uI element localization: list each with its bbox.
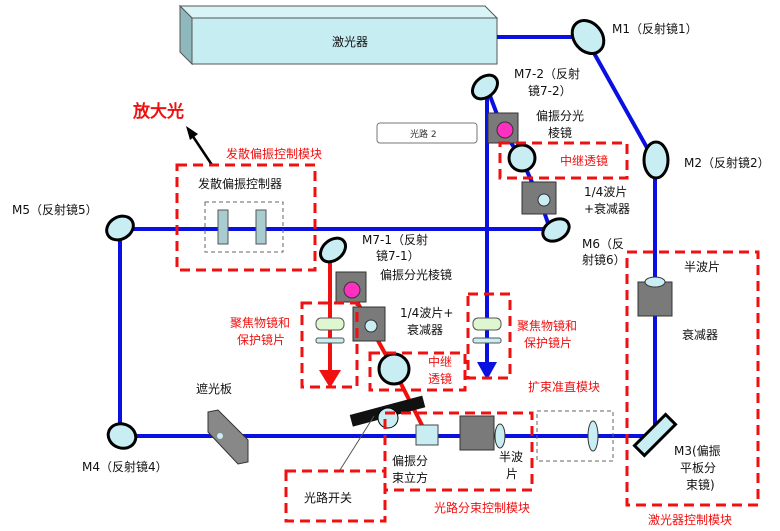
relay-top-label: 中继透镜 <box>560 153 608 168</box>
laser-body <box>178 4 499 66</box>
pbs-cube <box>415 424 439 446</box>
path2-label: 光路 2 <box>410 128 437 140</box>
beam-arrow-down <box>477 362 497 380</box>
mirror-m6 <box>541 217 571 243</box>
module-path-switch <box>284 469 387 523</box>
qwp-mid-label-2: 衰减器 <box>407 322 443 337</box>
pbs-cube-label-1: 偏振分 <box>392 453 428 468</box>
half-wave-plate-bottom <box>494 423 506 449</box>
relay-lens-mid <box>377 352 411 386</box>
mirror-m7-1 <box>318 236 348 264</box>
relay-mid-label-1: 中继 <box>428 354 452 369</box>
module-focus-left <box>300 301 359 389</box>
m7-2-label-2: 镜7-2） <box>528 83 572 98</box>
qwp-attenuator-top <box>521 181 557 215</box>
module-split <box>383 411 534 492</box>
beam-expander-label: 扩束准直模块 <box>528 380 600 394</box>
attenuator-label: 衰减器 <box>682 327 718 342</box>
half-wave-bottom-label-1: 半波 <box>499 450 523 464</box>
divergence-plate-2 <box>255 209 267 245</box>
path2-box <box>376 122 478 144</box>
expander-lens <box>587 420 599 452</box>
pbs-top <box>487 112 519 144</box>
m3-label-3: 束镜) <box>686 477 715 492</box>
mirror-m1 <box>570 19 606 55</box>
half-wave-bottom-label-2: 片 <box>506 467 518 481</box>
module-divergence <box>175 163 317 272</box>
divergence-module-label: 发散偏振控制模块 <box>226 146 322 161</box>
m7-2-label-1: M7-2（反射 <box>514 66 580 81</box>
focus-right-label-1: 聚焦物镜和 <box>517 318 577 333</box>
divergence-controller-box <box>204 201 284 253</box>
m3-label-2: 平板分 <box>680 461 716 475</box>
shutter-plate <box>207 409 249 465</box>
mirror-m5 <box>105 214 135 242</box>
laser-label: 激光器 <box>332 35 368 49</box>
qwp-mid-label-1: 1/4波片+ <box>400 306 453 320</box>
amplified-arrow <box>190 134 214 166</box>
qwp-top-label-2: +衰减器 <box>584 201 630 216</box>
shutter-hole <box>217 433 223 439</box>
mirror-m7-2 <box>470 73 500 101</box>
relay-mid-label-2: 透镜 <box>428 371 452 386</box>
switch-pointer <box>339 415 375 471</box>
module-relay-mid <box>368 351 467 392</box>
mirror-m4 <box>106 422 138 450</box>
mirror-m2 <box>642 140 670 180</box>
pbs-top-label-2: 棱镜 <box>548 125 572 140</box>
m7-1-label-2: 镜7-1） <box>376 248 420 263</box>
path-switch-label: 光路开关 <box>304 490 352 505</box>
focus-lens-left <box>315 317 345 344</box>
divergence-controller-label: 发散偏振控制器 <box>198 176 282 191</box>
amplified-light-label: 放大光 <box>132 101 184 122</box>
shutter-label: 遮光板 <box>196 381 232 396</box>
qwp-top-label-1: 1/4波片 <box>584 185 627 199</box>
amplified-arrowhead <box>186 126 198 140</box>
m5-label: M5（反射镜5） <box>12 202 98 217</box>
beam-expander-box <box>536 410 614 462</box>
mirror-m3 <box>632 412 678 458</box>
half-wave-plate-right <box>644 276 666 288</box>
module-focus-right <box>466 292 512 380</box>
split-module-label: 光路分束控制模块 <box>434 500 530 515</box>
m6-label-2: 射镜6） <box>582 252 626 267</box>
module-laser-control <box>625 250 760 507</box>
module-relay-top <box>498 141 629 180</box>
focus-lens-right <box>472 317 502 344</box>
pbs-mid <box>335 271 367 303</box>
focus-left-label-1: 聚焦物镜和 <box>230 315 290 330</box>
pbs-mid-label: 偏振分光棱镜 <box>380 267 452 282</box>
m3-label-1: M3(偏振 <box>674 443 721 458</box>
m1-label: M1（反射镜1） <box>612 21 698 36</box>
m2-label: M2（反射镜2） <box>684 155 770 170</box>
m6-label-1: M6（反 <box>582 237 624 251</box>
m4-label: M4（反射镜4） <box>82 459 168 474</box>
pbs-cube-label-2: 束立方 <box>392 470 428 485</box>
pbs-top-label-1: 偏振分光 <box>536 108 584 123</box>
path-switch-mirror <box>377 407 399 429</box>
red-arrow-down <box>319 370 341 388</box>
relay-lens-top <box>507 143 537 173</box>
laser-control-label: 激光器控制模块 <box>648 513 732 527</box>
m7-1-label-1: M7-1（反射 <box>362 232 428 247</box>
half-wave-right-label: 半波片 <box>684 260 720 274</box>
split-box <box>459 415 495 451</box>
focus-left-label-2: 保护镜片 <box>237 332 285 347</box>
divergence-plate-1 <box>217 209 229 245</box>
focus-right-label-2: 保护镜片 <box>524 335 572 350</box>
